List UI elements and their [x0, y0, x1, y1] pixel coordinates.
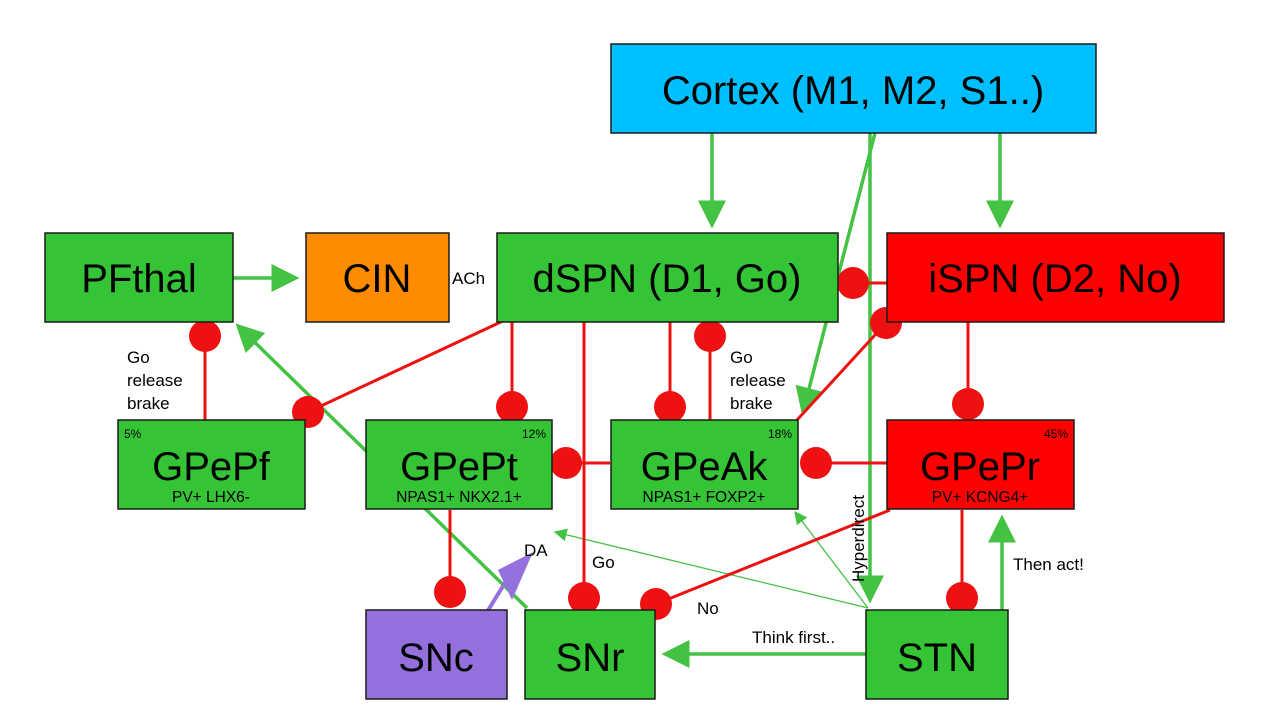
go-release-brake-left-label: Go release brake — [127, 348, 188, 413]
svg-text:STN: STN — [897, 636, 977, 680]
cin-node: CIN — [305, 232, 450, 323]
ispn-to-gpeak-link — [795, 321, 888, 422]
gpept-node: 12% GPePt NPAS1+ NKX2.1+ — [365, 419, 553, 510]
then-act-label: Then act! — [1013, 555, 1084, 574]
gpepf-markers: PV+ LHX6- — [172, 489, 250, 506]
inhibitory-terminal-on-stn — [946, 582, 978, 614]
svg-text:SNr: SNr — [556, 636, 625, 680]
hyperdirect-label: Hyperdirect — [849, 495, 868, 582]
gpeak-node: 18% GPeAk NPAS1+ FOXP2+ — [610, 419, 799, 510]
gpept-percent: 12% — [522, 427, 546, 441]
go-release-brake-right-label: Go release brake — [730, 348, 791, 413]
inhibitory-terminal-on-gpepr — [952, 388, 984, 420]
dspn-node: dSPN (D1, Go) — [496, 232, 839, 323]
stn-to-gpept-thin-arrow — [553, 528, 869, 609]
gpepr-to-snr-link — [655, 508, 891, 606]
gpept-markers: NPAS1+ NKX2.1+ — [396, 489, 522, 506]
stn-to-gpeak-thin-arrow — [794, 510, 869, 609]
svg-text:GPeAk: GPeAk — [641, 445, 769, 489]
gpepr-markers: PV+ KCNG4+ — [932, 489, 1029, 506]
gpeak-markers: NPAS1+ FOXP2+ — [643, 489, 766, 506]
da-label: DA — [524, 541, 548, 560]
inhibitory-terminal-on-dspn — [837, 267, 869, 299]
svg-text:dSPN (D1, Go): dSPN (D1, Go) — [533, 257, 802, 301]
think-first-label: Think first.. — [752, 628, 835, 647]
inhibitory-terminal-on-gpeak-left — [654, 391, 686, 423]
svg-text:iSPN (D2, No): iSPN (D2, No) — [928, 257, 1181, 301]
inhibitory-terminal-on-gpept-right — [550, 447, 582, 479]
svg-text:GPePt: GPePt — [400, 445, 518, 489]
snc-node: SNc — [365, 609, 508, 700]
svg-text:Cortex (M1, M2, S1..): Cortex (M1, M2, S1..) — [662, 69, 1044, 113]
svg-text:SNc: SNc — [398, 636, 474, 680]
svg-text:GPePf: GPePf — [152, 445, 271, 489]
no-label: No — [697, 599, 719, 618]
dspn-to-gpepf-link — [307, 318, 506, 414]
cortex-node: Cortex (M1, M2, S1..) — [610, 43, 1097, 134]
inhibitory-terminal-on-gpeak-right — [800, 447, 832, 479]
ach-label: ACh — [452, 269, 485, 288]
stn-node: STN — [865, 609, 1009, 700]
gpepr-node: 45% GPePr PV+ KCNG4+ — [886, 419, 1075, 510]
cortex-to-gpeak-arrow — [795, 132, 877, 416]
inhibitory-terminal-on-snr-go — [568, 582, 600, 614]
inhibitory-terminal-on-snc — [434, 576, 466, 608]
inhibitory-terminal-on-pfthal — [189, 320, 221, 352]
go-label: Go — [592, 553, 615, 572]
svg-text:GPePr: GPePr — [920, 445, 1040, 489]
inhibitory-terminal-on-dspn-from-gpeak — [694, 320, 726, 352]
svg-text:PFthal: PFthal — [81, 257, 197, 301]
dopamine-terminal-icon — [498, 552, 533, 600]
pfthal-node: PFthal — [44, 232, 234, 323]
inhibitory-terminal-on-gpept — [496, 391, 528, 423]
snr-node: SNr — [524, 609, 656, 700]
ispn-node: iSPN (D2, No) — [886, 232, 1225, 323]
gpepf-percent: 5% — [124, 427, 142, 441]
svg-text:CIN: CIN — [343, 257, 412, 301]
gpepr-percent: 45% — [1044, 427, 1068, 441]
gpepf-node: 5% GPePf PV+ LHX6- — [117, 419, 306, 510]
gpeak-percent: 18% — [768, 427, 792, 441]
